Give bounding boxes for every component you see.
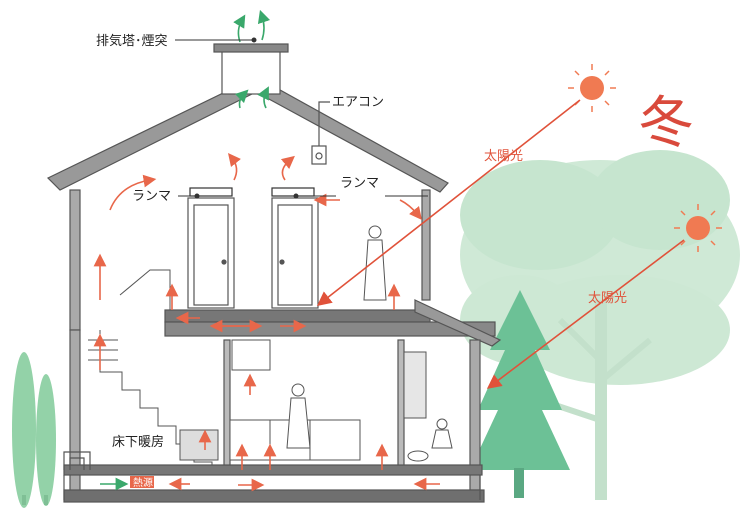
- sun-lower: [674, 204, 722, 252]
- season-title: 冬: [638, 91, 694, 156]
- ranma-transoms: [189, 187, 315, 197]
- heat-source-box: [130, 476, 154, 488]
- ranma-right-label: ランマ: [340, 176, 379, 191]
- warm-air-arrows: [93, 153, 440, 492]
- heat-source-label: 熱源: [133, 476, 153, 489]
- upstairs-doors: [187, 197, 319, 309]
- sunlight-label-1: 太陽光: [484, 149, 523, 164]
- exhaust-arrows: [100, 9, 271, 491]
- floor-heating-duct: [63, 451, 91, 470]
- sun-upper: [568, 64, 616, 112]
- cypress-trees: [12, 352, 56, 508]
- floor-heating-label: 床下暖房: [112, 434, 164, 450]
- sunlight-label-2: 太陽光: [588, 291, 627, 306]
- kitchen: [229, 339, 427, 461]
- house-structure: [46, 43, 502, 503]
- sunlight-rays: [316, 99, 685, 389]
- air-conditioner-unit: [311, 101, 330, 165]
- person-kitchen: [286, 383, 311, 449]
- deciduous-tree: [460, 150, 740, 500]
- aircon-label: エアコン: [332, 95, 384, 110]
- pine-tree: [470, 290, 570, 498]
- label-leaders: [175, 37, 428, 199]
- exhaust-label: 排気塔･煙突: [96, 33, 168, 49]
- child-with-dog: [407, 418, 453, 462]
- ranma-left-label: ランマ: [132, 189, 171, 204]
- person-upstairs: [363, 225, 387, 301]
